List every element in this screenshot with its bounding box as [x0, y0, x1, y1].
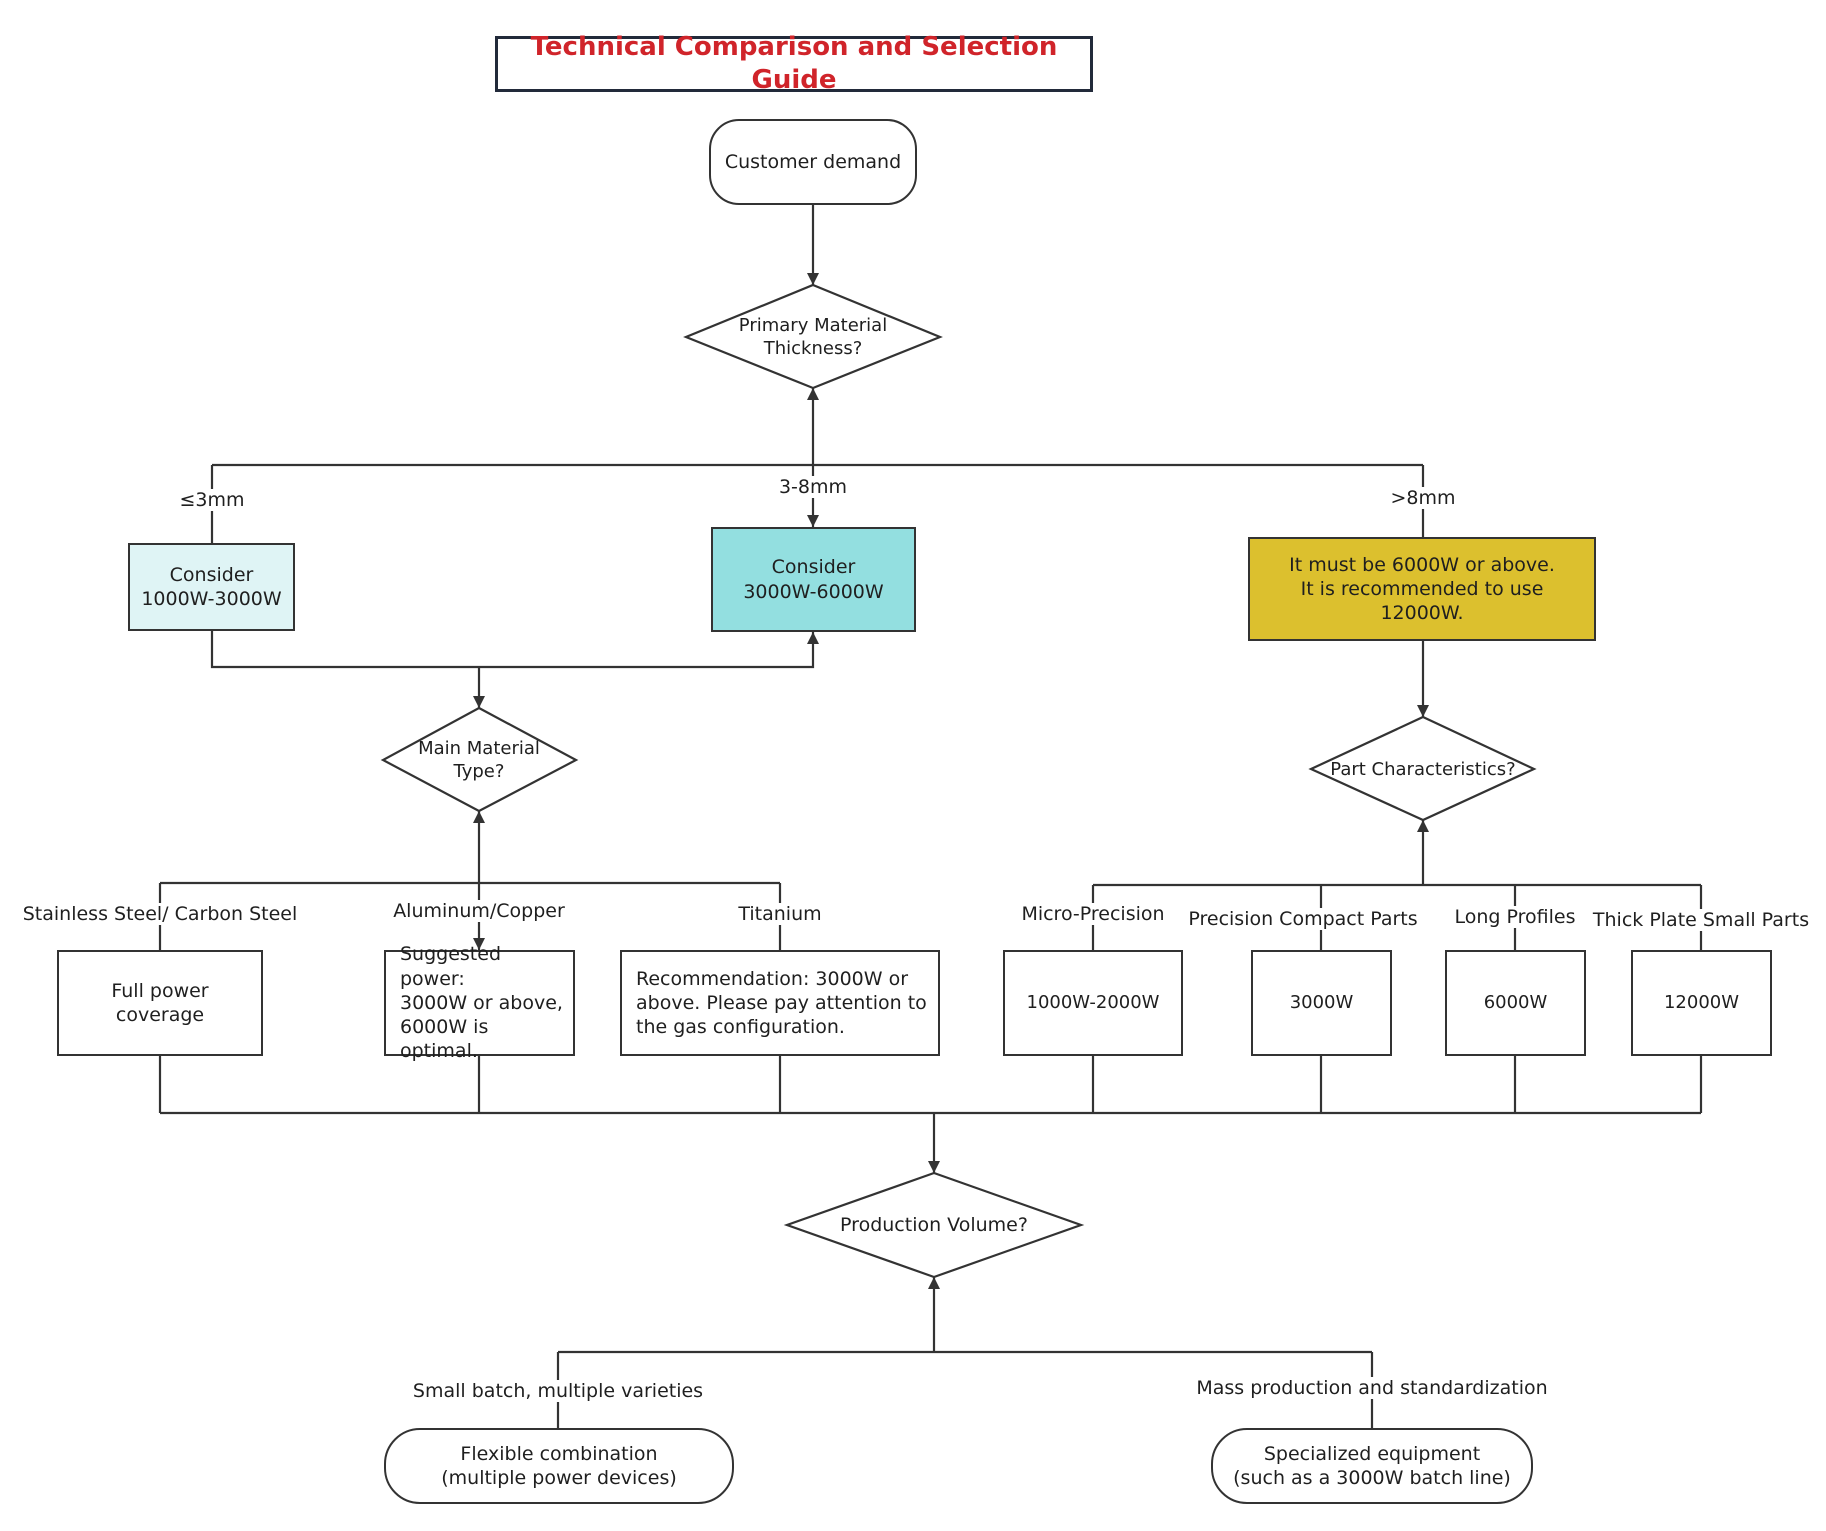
flexible-combination-node: Flexible combination (multiple power dev… [384, 1428, 734, 1504]
consider-low-power-node: Consider 1000W-3000W [128, 543, 295, 631]
edge-label-profiles: Long Profiles [1451, 906, 1579, 928]
edge-label-thick-small: Thick Plate Small Parts [1589, 909, 1813, 931]
thick-plate-recommendation-node: It must be 6000W or above. It is recomme… [1248, 537, 1596, 641]
edge-label-small-batch: Small batch, multiple varieties [409, 1380, 707, 1402]
material-question-text: Main Material Type? [418, 737, 540, 782]
customer-demand-node: Customer demand [709, 119, 917, 205]
edge-label-thick: >8mm [1387, 487, 1459, 509]
page-title: Technical Comparison and Selection Guide [495, 32, 1093, 95]
part-question-text: Part Characteristics? [1330, 759, 1516, 781]
edge-label-steel: Stainless Steel/ Carbon Steel [19, 903, 301, 925]
volume-decision-diamond [783, 1171, 1085, 1279]
titanium-power-node: Recommendation: 3000W or above. Please p… [620, 950, 940, 1056]
compact-parts-power-node: 3000W [1251, 950, 1392, 1056]
thickness-decision-diamond [683, 283, 943, 390]
full-power-coverage-node: Full power coverage [57, 950, 263, 1056]
part-decision-diamond [1308, 715, 1537, 822]
material-decision-diamond [380, 706, 579, 813]
micro-precision-power-node: 1000W-2000W [1003, 950, 1183, 1056]
edge-label-micro: Micro-Precision [1018, 903, 1168, 925]
edge-label-medium: 3-8mm [775, 476, 851, 498]
aluminum-power-node: Suggested power: 3000W or above, 6000W i… [384, 943, 575, 1062]
edge-label-titanium: Titanium [735, 903, 825, 925]
consider-mid-power-node: Consider 3000W-6000W [711, 527, 916, 632]
edge-label-mass-production: Mass production and standardization [1193, 1377, 1551, 1399]
volume-question-text: Production Volume? [840, 1213, 1028, 1236]
edge-label-aluminum: Aluminum/Copper [390, 900, 568, 922]
thick-small-parts-power-node: 12000W [1631, 950, 1772, 1056]
specialized-equipment-node: Specialized equipment (such as a 3000W b… [1211, 1428, 1533, 1504]
edge-label-thin: ≤3mm [176, 489, 248, 511]
long-profiles-power-node: 6000W [1445, 950, 1586, 1056]
edge-low-down [210, 631, 819, 669]
edge-label-compact: Precision Compact Parts [1185, 908, 1421, 930]
thickness-question-text: Primary Material Thickness? [738, 314, 888, 359]
